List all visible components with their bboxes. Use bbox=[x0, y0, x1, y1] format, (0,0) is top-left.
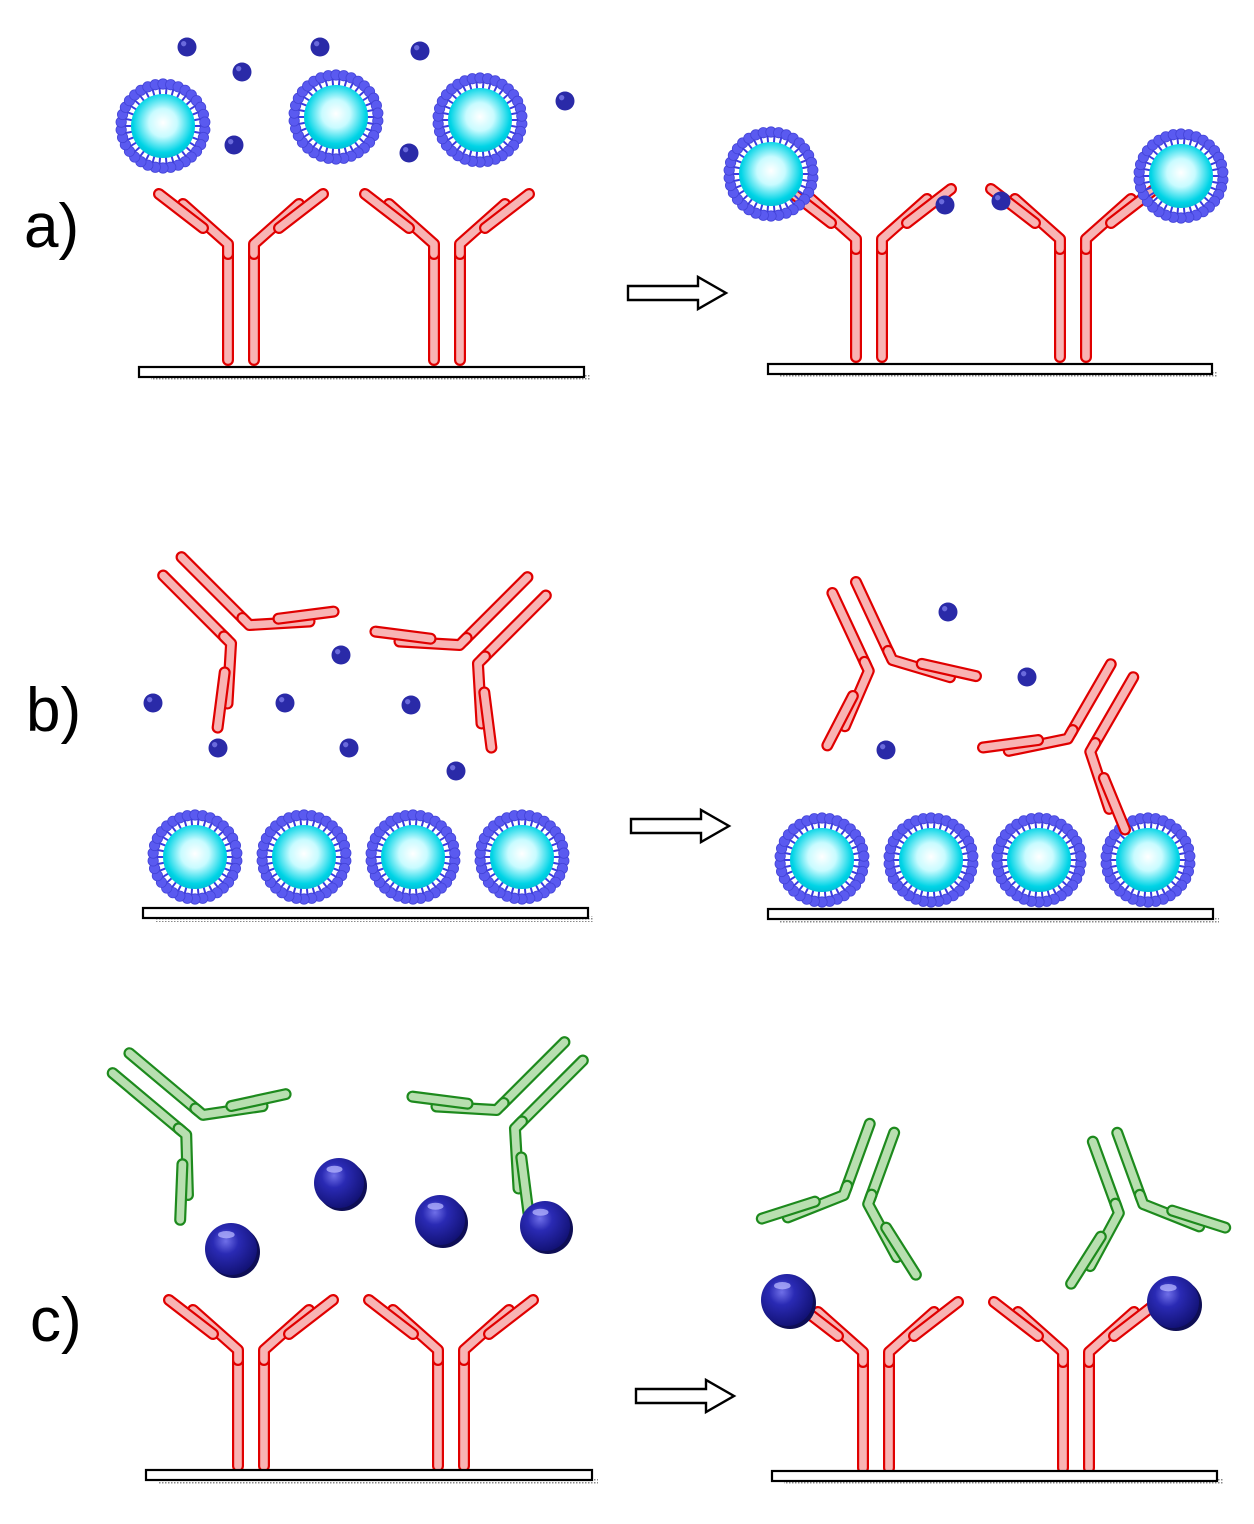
red-antibody-icon-c-left-1 bbox=[163, 1294, 339, 1472]
panel-label-a: a) bbox=[24, 192, 80, 261]
red-antibody-icon-b-left-2 bbox=[369, 571, 552, 754]
liposome-icon-b-right-2 bbox=[991, 812, 1087, 908]
small-antigen-icon-b-left-3 bbox=[401, 695, 421, 715]
small-antigen-icon-b-left-1 bbox=[143, 693, 163, 713]
liposome-icon-a-right-1 bbox=[723, 126, 819, 222]
liposome-icon-b-left-3 bbox=[474, 809, 570, 905]
small-antigen-icon-a-right-2 bbox=[991, 191, 1011, 211]
liposome-icon-a-right-2 bbox=[1133, 128, 1229, 224]
green-antibody-icon-c-left-1 bbox=[106, 1047, 292, 1226]
small-antigen-icon-b-left-4 bbox=[208, 738, 228, 758]
substrate-plate-b-left bbox=[141, 906, 594, 922]
small-antigen-icon-b-left-2 bbox=[275, 693, 295, 713]
liposome-icon-b-right-1 bbox=[883, 812, 979, 908]
small-antigen-icon-b-left-5 bbox=[339, 738, 359, 758]
small-antigen-icon-b-left-6 bbox=[446, 761, 466, 781]
large-antigen-icon-c-right-2 bbox=[1147, 1276, 1202, 1331]
red-antibody-icon-c-right-1 bbox=[788, 1296, 964, 1474]
small-antigen-icon-b-right-1 bbox=[938, 602, 958, 622]
red-antibody-icon-c-left-2 bbox=[363, 1294, 539, 1472]
small-antigen-icon-a-left-3 bbox=[410, 41, 430, 61]
red-antibody-icon-b-right-2 bbox=[976, 658, 1140, 836]
large-antigen-icon-c-left-4 bbox=[205, 1223, 260, 1278]
small-antigen-icon-a-left-5 bbox=[224, 135, 244, 155]
red-antibody-icon-a-right-2 bbox=[985, 183, 1161, 363]
substrate-plate-a-right bbox=[766, 362, 1218, 378]
substrate-plate-b-right bbox=[766, 907, 1219, 923]
substrate-plate-a-left bbox=[137, 365, 590, 381]
red-antibody-icon-a-left-1 bbox=[153, 188, 329, 366]
green-antibody-icon-c-right-2 bbox=[1065, 1126, 1232, 1290]
small-antigen-icon-a-left-6 bbox=[399, 143, 419, 163]
liposome-icon-b-right-3 bbox=[1100, 812, 1196, 908]
right-arrow-icon-c bbox=[634, 1377, 737, 1415]
right-arrow-icon-a bbox=[626, 274, 729, 312]
liposome-icon-a-left-3 bbox=[432, 72, 528, 168]
large-antigen-icon-c-left-3 bbox=[520, 1201, 573, 1254]
small-antigen-icon-b-left-0 bbox=[331, 645, 351, 665]
small-antigen-icon-a-left-1 bbox=[232, 62, 252, 82]
substrate-plate-c-right bbox=[770, 1469, 1223, 1485]
liposome-icon-a-left-2 bbox=[288, 69, 384, 165]
liposome-icon-a-left-1 bbox=[115, 78, 211, 174]
liposome-icon-b-left-0 bbox=[147, 809, 243, 905]
liposome-icon-b-left-2 bbox=[365, 809, 461, 905]
large-antigen-icon-c-left-1 bbox=[314, 1158, 367, 1211]
large-antigen-icon-c-right-1 bbox=[761, 1274, 816, 1329]
red-antibody-icon-b-right-1 bbox=[821, 576, 982, 752]
green-antibody-icon-c-left-2 bbox=[406, 1036, 589, 1219]
small-antigen-icon-a-left-4 bbox=[555, 91, 575, 111]
liposome-icon-b-right-0 bbox=[774, 812, 870, 908]
small-antigen-icon-a-right-1 bbox=[935, 195, 955, 215]
red-antibody-icon-c-right-2 bbox=[988, 1296, 1164, 1474]
panel-label-b: b) bbox=[26, 676, 82, 745]
small-antigen-icon-a-left-0 bbox=[177, 37, 197, 57]
red-antibody-icon-a-left-2 bbox=[359, 188, 535, 366]
substrate-plate-c-left bbox=[144, 1468, 598, 1484]
liposome-icon-b-left-1 bbox=[256, 809, 352, 905]
green-antibody-icon-c-right-1 bbox=[755, 1117, 922, 1281]
red-antibody-icon-b-left-1 bbox=[157, 551, 340, 734]
right-arrow-icon-b bbox=[629, 807, 732, 845]
panel-label-c: c) bbox=[30, 1286, 82, 1355]
small-antigen-icon-b-right-2 bbox=[876, 740, 896, 760]
red-antibody-icon-a-right-1 bbox=[781, 183, 957, 363]
small-antigen-icon-b-right-3 bbox=[1017, 667, 1037, 687]
large-antigen-icon-c-left-2 bbox=[415, 1195, 468, 1248]
small-antigen-icon-a-left-2 bbox=[310, 37, 330, 57]
